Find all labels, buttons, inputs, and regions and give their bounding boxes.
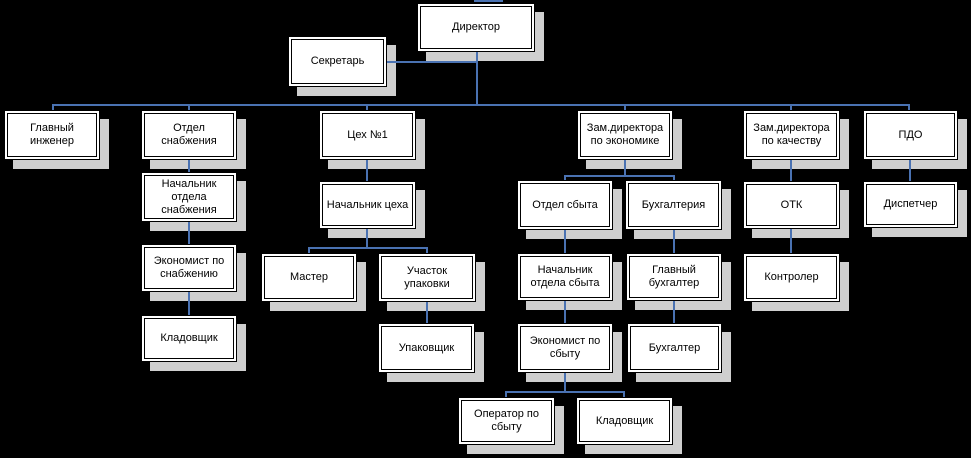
connector-line — [909, 160, 911, 181]
connector-line — [366, 229, 368, 247]
sales-economist-box[interactable]: Экономист по сбыту — [517, 323, 613, 373]
connector-line — [564, 230, 566, 253]
chief-accountant-label: Главный бухгалтер — [648, 264, 700, 289]
connector-line — [188, 292, 190, 315]
sales-storekeeper-label: Кладовщик — [595, 414, 654, 427]
sales-operator-label: Оператор по сбыту — [474, 408, 539, 433]
connector-line — [624, 104, 626, 110]
connector-line — [188, 222, 190, 244]
connector-line — [564, 175, 675, 177]
connector-line — [623, 391, 625, 397]
deputy-economics-label: Зам.директора по экономике — [586, 122, 664, 147]
supply-head-label: Начальник отдела снабжения — [161, 177, 217, 216]
secretary-label: Секретарь — [310, 55, 365, 67]
connector-line — [790, 229, 792, 253]
connector-line — [476, 52, 478, 106]
director-box[interactable]: Директор — [417, 3, 535, 52]
accounting-dept-box[interactable]: Бухгалтерия — [625, 180, 722, 230]
connector-line — [52, 104, 910, 106]
connector-line — [505, 391, 625, 393]
accountant-label: Бухгалтер — [648, 341, 701, 354]
connector-line — [366, 160, 368, 181]
connector-line — [52, 104, 54, 110]
deputy-quality-label: Зам.директора по качеству — [753, 122, 830, 147]
chief-engineer-box[interactable]: Главный инженер — [4, 110, 100, 160]
sales-dept-label: Отдел сбыта — [532, 198, 598, 211]
supply-dept-box[interactable]: Отдел снабжения — [141, 110, 237, 160]
otk-box[interactable]: ОТК — [743, 181, 840, 229]
connector-line — [188, 160, 190, 172]
sales-dept-box[interactable]: Отдел сбыта — [517, 180, 613, 230]
packing-area-label: Участок упаковки — [404, 264, 450, 290]
connector-line — [426, 302, 428, 323]
connector-line — [790, 104, 792, 110]
connector-line — [624, 160, 626, 175]
supply-economist-label: Экономист по снабжению — [153, 255, 225, 280]
packer-label: Упаковщик — [398, 341, 455, 354]
connector-line — [188, 104, 190, 110]
chief-accountant-box[interactable]: Главный бухгалтер — [626, 253, 722, 301]
connector-line — [387, 61, 477, 63]
sales-head-box[interactable]: Начальник отдела сбыта — [517, 253, 613, 301]
connector-line — [426, 247, 428, 253]
chief-engineer-label: Главный инженер — [29, 122, 74, 147]
connector-line — [308, 247, 310, 253]
connector-line — [673, 175, 675, 180]
controller-label: Контролер — [764, 271, 819, 283]
master-label: Мастер — [289, 271, 329, 283]
director-label: Директор — [452, 21, 500, 33]
sales-operator-box[interactable]: Оператор по сбыту — [458, 397, 555, 445]
connector-line — [308, 247, 428, 249]
connector-line — [673, 230, 675, 253]
connector-line — [564, 373, 566, 391]
packer-box[interactable]: Упаковщик — [378, 323, 475, 373]
pdo-label: ПДО — [898, 128, 923, 141]
connector-line — [474, 0, 503, 2]
dispatcher-label: Диспетчер — [883, 198, 938, 210]
connector-line — [908, 104, 910, 110]
controller-box[interactable]: Контролер — [743, 253, 840, 302]
connector-line — [505, 391, 507, 397]
workshop-1-box[interactable]: Цех №1 — [319, 110, 416, 160]
connector-line — [673, 301, 675, 323]
accountant-box[interactable]: Бухгалтер — [627, 323, 722, 373]
supply-dept-label: Отдел снабжения — [161, 122, 217, 147]
pdo-box[interactable]: ПДО — [863, 110, 958, 160]
packing-area-box[interactable]: Участок упаковки — [378, 253, 476, 302]
deputy-quality-box[interactable]: Зам.директора по качеству — [743, 110, 840, 160]
workshop-head-label: Начальник цеха — [326, 198, 409, 211]
connector-line — [564, 175, 566, 180]
sales-storekeeper-box[interactable]: Кладовщик — [576, 397, 673, 445]
workshop-1-label: Цех №1 — [347, 128, 388, 141]
supply-economist-box[interactable]: Экономист по снабжению — [141, 244, 237, 292]
sales-head-label: Начальник отдела сбыта — [530, 264, 600, 289]
master-box[interactable]: Мастер — [261, 253, 357, 302]
supply-storekeeper-box[interactable]: Кладовщик — [141, 315, 237, 362]
supply-head-box[interactable]: Начальник отдела снабжения — [141, 172, 237, 222]
sales-economist-label: Экономист по сбыту — [529, 335, 601, 360]
accounting-dept-label: Бухгалтерия — [641, 198, 706, 211]
dispatcher-box[interactable]: Диспетчер — [863, 181, 958, 228]
workshop-head-box[interactable]: Начальник цеха — [319, 181, 416, 229]
deputy-economics-box[interactable]: Зам.директора по экономике — [577, 110, 673, 160]
secretary-box[interactable]: Секретарь — [288, 36, 387, 87]
otk-label: ОТК — [780, 198, 803, 211]
supply-storekeeper-label: Кладовщик — [160, 332, 218, 344]
connector-line — [790, 160, 792, 181]
connector-line — [366, 104, 368, 110]
connector-line — [564, 301, 566, 323]
